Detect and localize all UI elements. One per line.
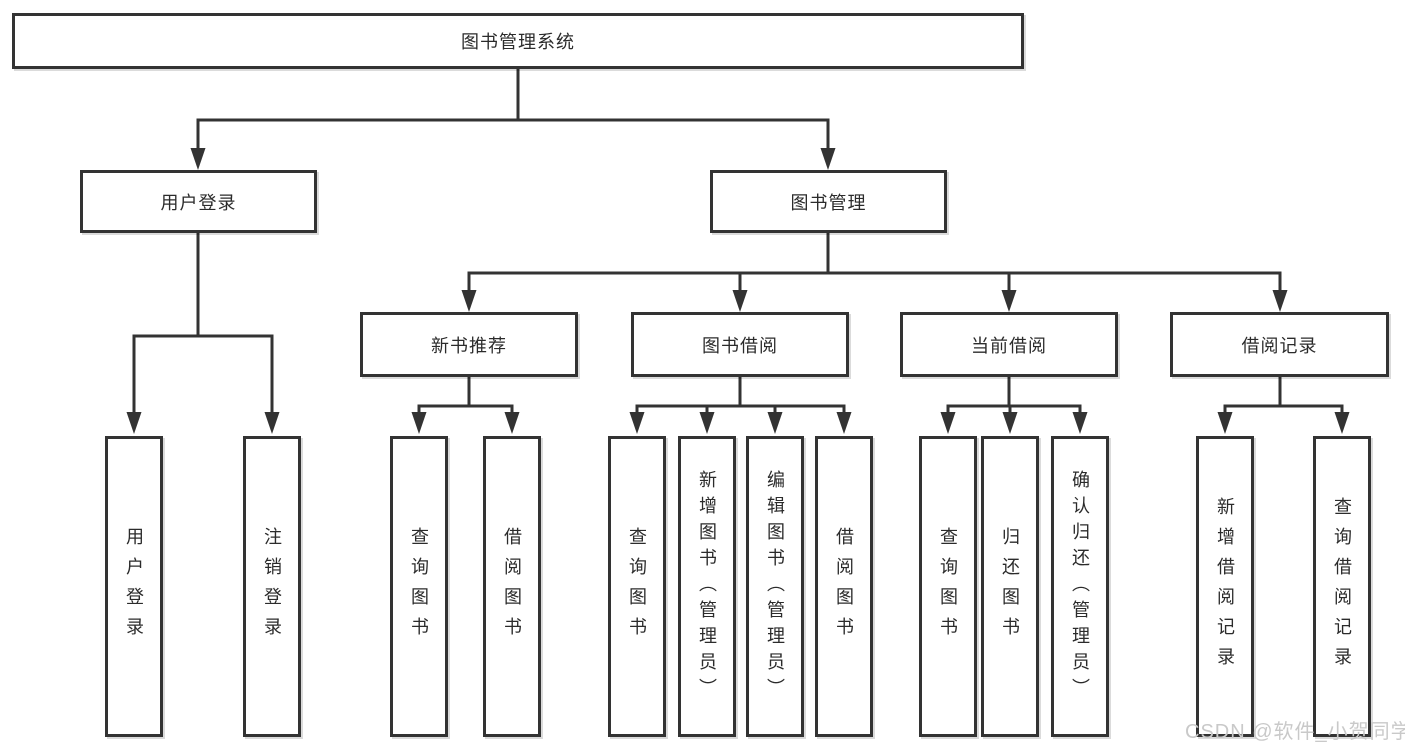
leaf-cb-confirm-return-label: 确认归还（管理员）	[1070, 469, 1090, 704]
leaf-user-login: 用户登录	[105, 436, 163, 737]
leaf-bb-add-book: 新增图书（管理员）	[678, 436, 736, 737]
leaf-bb-search-book: 查询图书	[608, 436, 666, 737]
leaf-bb-search-book-label: 查询图书	[627, 526, 647, 647]
leaf-logout-label: 注销登录	[262, 526, 282, 647]
leaf-bb-borrow-book-label: 借阅图书	[834, 526, 854, 647]
node-current-borrowing: 当前借阅	[900, 312, 1118, 377]
node-book-borrowing-label: 图书借阅	[702, 335, 778, 356]
connector-new-book-recommend-split	[411, 377, 520, 434]
leaf-nbr-search-book-label: 查询图书	[409, 526, 429, 647]
leaf-br-add-record: 新增借阅记录	[1196, 436, 1254, 737]
node-book-management-label: 图书管理	[790, 192, 867, 213]
node-book-borrowing: 图书借阅	[631, 312, 849, 377]
node-root: 图书管理系统	[12, 13, 1024, 69]
leaf-br-add-record-label: 新增借阅记录	[1215, 496, 1235, 677]
connector-root-split	[190, 69, 836, 170]
connector-user-login-split	[126, 233, 280, 434]
node-new-book-recommend: 新书推荐	[360, 312, 578, 377]
csdn-watermark: CSDN @软件_小贺同学	[1185, 721, 1405, 743]
leaf-user-login-label: 用户登录	[124, 526, 144, 647]
node-root-label: 图书管理系统	[461, 32, 575, 52]
leaf-cb-search-book-label: 查询图书	[938, 526, 958, 647]
leaf-br-search-record: 查询借阅记录	[1313, 436, 1371, 737]
leaf-cb-return-book: 归还图书	[981, 436, 1039, 737]
node-new-book-recommend-label: 新书推荐	[431, 335, 507, 356]
leaf-br-search-record-label: 查询借阅记录	[1332, 496, 1352, 677]
node-book-management: 图书管理	[710, 170, 947, 233]
node-user-login-label: 用户登录	[160, 192, 237, 213]
connector-current-borrowing-split	[940, 377, 1088, 434]
node-borrowing-records: 借阅记录	[1170, 312, 1389, 377]
connector-book-borrowing-split	[629, 377, 852, 434]
leaf-cb-search-book: 查询图书	[919, 436, 977, 737]
leaf-bb-borrow-book: 借阅图书	[815, 436, 873, 737]
leaf-nbr-search-book: 查询图书	[390, 436, 448, 737]
connector-book-management-split	[461, 233, 1288, 312]
leaf-nbr-borrow-book-label: 借阅图书	[502, 526, 522, 647]
leaf-nbr-borrow-book: 借阅图书	[483, 436, 541, 737]
node-user-login: 用户登录	[80, 170, 317, 233]
node-current-borrowing-label: 当前借阅	[971, 335, 1047, 356]
leaf-bb-add-book-label: 新增图书（管理员）	[697, 469, 717, 704]
leaf-bb-edit-book-label: 编辑图书（管理员）	[765, 469, 785, 704]
connector-borrowing-records-split	[1217, 377, 1350, 434]
leaf-bb-edit-book: 编辑图书（管理员）	[746, 436, 804, 737]
node-borrowing-records-label: 借阅记录	[1241, 335, 1318, 356]
leaf-logout: 注销登录	[243, 436, 301, 737]
leaf-cb-return-book-label: 归还图书	[1000, 526, 1020, 647]
leaf-cb-confirm-return: 确认归还（管理员）	[1051, 436, 1109, 737]
